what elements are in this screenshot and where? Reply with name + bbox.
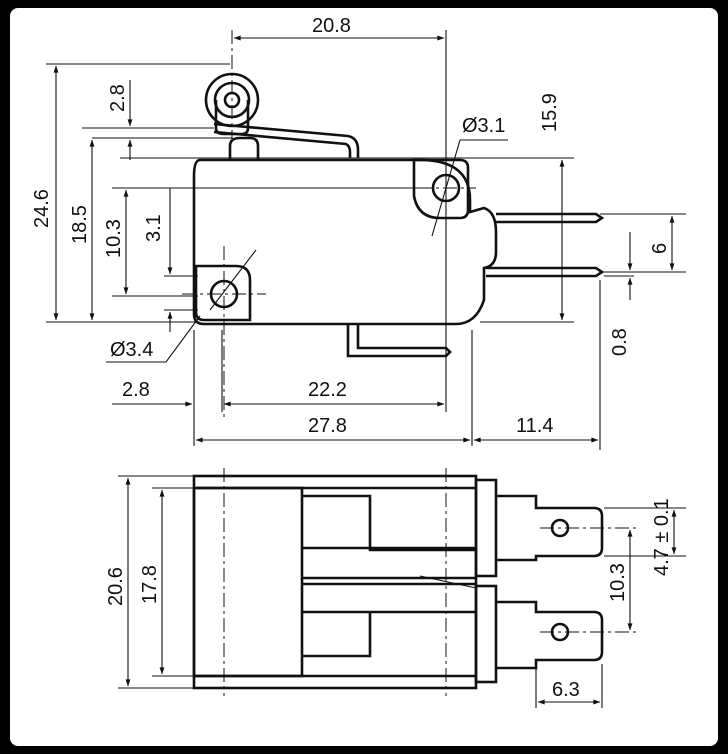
- dim-overall-height: 24.6: [31, 189, 53, 228]
- plunger: [228, 136, 260, 160]
- dim-hole-dia-bottom: Ø3.4: [110, 339, 153, 361]
- dim-hole-spacing-h: 22.2: [308, 379, 347, 401]
- side-view: 20.8 2.8 24.6 18.5 10.3 3.1 15.9 Ø3.1 6 …: [31, 15, 686, 450]
- dim-hole-spacing-v: 10.3: [103, 219, 125, 258]
- leader-hole-top: [431, 139, 508, 237]
- dim-hole-offset-v: 3.1: [143, 214, 165, 242]
- dim-tab-length: 6.3: [552, 679, 580, 701]
- dim-inner-width: 17.8: [139, 565, 161, 604]
- dim-overall-width: 20.6: [105, 567, 127, 606]
- bottom-mount-boss: [194, 264, 252, 322]
- dim-terminal-length: 11.4: [516, 415, 553, 437]
- bottom-view: 20.6 17.8 4.7 ± 0.1 10.3 6.3: [105, 468, 686, 708]
- microswitch-technical-drawing: 20.8 2.8 24.6 18.5 10.3 3.1 15.9 Ø3.1 6 …: [31, 15, 686, 708]
- dim-tab-tolerance: 4.7 ± 0.1: [651, 498, 673, 576]
- leader-hole-bottom: [106, 315, 201, 363]
- drawing-panel: 20.8 2.8 24.6 18.5 10.3 3.1 15.9 Ø3.1 6 …: [10, 8, 718, 746]
- terminal-lower: [486, 266, 605, 278]
- switch-body-outline: [192, 158, 498, 326]
- dim-hole-dia-top: Ø3.1: [462, 115, 505, 137]
- dim-lever-offset: 2.8: [107, 84, 129, 112]
- actuator-cover: [192, 486, 304, 678]
- dim-top-to-terminal: 15.9: [539, 93, 561, 132]
- terminal-housing-upper: [474, 478, 498, 578]
- terminal-bottom: [346, 324, 452, 358]
- terminal-upper: [496, 212, 605, 224]
- lever-arm: [213, 122, 360, 158]
- tab-upper: [496, 494, 604, 562]
- tab-lower: [496, 600, 604, 670]
- dim-left-offset: 2.8: [122, 379, 150, 401]
- dim-body-height: 18.5: [69, 205, 91, 244]
- dim-body-length: 27.8: [308, 415, 347, 437]
- dim-roller-to-tab: 20.8: [312, 15, 351, 37]
- dim-tab-spacing: 10.3: [607, 563, 629, 602]
- dim-terminal-offset: 0.8: [609, 328, 631, 356]
- dim-terminal-pitch: 6: [649, 243, 671, 254]
- terminal-housing-lower: [474, 584, 498, 684]
- top-mount-boss: [412, 158, 470, 220]
